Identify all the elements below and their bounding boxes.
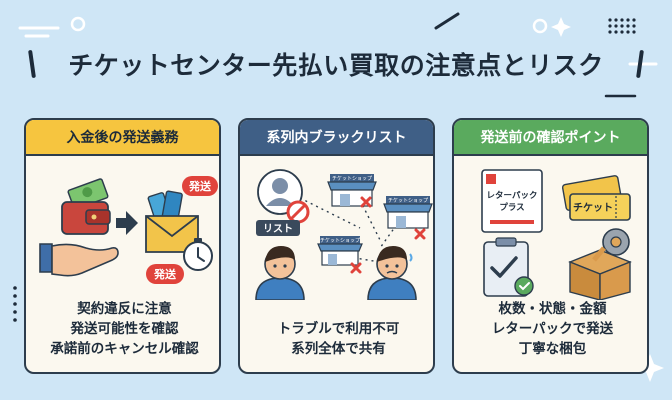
card-line: 承諾前のキャンセル確認 xyxy=(50,341,199,357)
clock-icon xyxy=(183,238,213,271)
ticket-label: チケット xyxy=(573,202,613,214)
decoration-top-right xyxy=(434,12,658,98)
shop-label: チケットショップ xyxy=(388,197,428,204)
card-shipping-obligation: 入金後の発送義務 xyxy=(24,118,221,374)
badge-text: 発送 xyxy=(188,179,212,193)
cross-mark-icon xyxy=(350,196,426,274)
shop-icon: チケットショップ xyxy=(327,174,377,207)
arrow-right-icon xyxy=(116,211,138,235)
card-check-points: 発送前の確認ポイント レターパック プラス チケット xyxy=(452,118,649,374)
checkpoints-illustration: レターパック プラス チケット xyxy=(481,169,632,300)
card-line: トラブルで利用不可 xyxy=(277,321,400,337)
worried-person-icon xyxy=(367,246,417,300)
card-line: 系列全体で共有 xyxy=(291,341,386,357)
envelope-tickets-icon xyxy=(145,190,199,253)
wallet-icon xyxy=(61,201,111,235)
badge-text: 発送 xyxy=(153,267,177,281)
card-text-lines: 枚数・状態・金額 レターパックで発送 丁寧な梱包 xyxy=(454,301,647,358)
package-tape-icon xyxy=(568,228,632,300)
shop-icon: チケットショップ xyxy=(383,196,433,229)
decoration-left-dots xyxy=(13,286,17,322)
user-banned-icon: リスト xyxy=(256,169,310,236)
shop-icon: チケットショップ xyxy=(317,236,363,266)
letterpack-label: レターパック xyxy=(487,190,538,201)
decoration-top-left xyxy=(18,16,86,38)
card-text-lines: トラブルで利用不可 系列全体で共有 xyxy=(240,321,433,358)
card-line: 発送可能性を確認 xyxy=(70,321,179,337)
letterpack-label: プラス xyxy=(499,202,524,213)
shop-label: チケットショップ xyxy=(332,175,372,182)
shipping-badge-top: 発送 xyxy=(182,176,218,196)
card-line: 枚数・状態・金額 xyxy=(498,301,607,317)
card-blacklist: 系列内ブラックリスト リスト チケットショップ チケットショップ xyxy=(238,118,435,374)
title-accent-left xyxy=(28,49,36,79)
decoration-bottom-right xyxy=(636,354,664,382)
letterpack-icon: レターパック プラス xyxy=(481,169,543,233)
list-badge-text: リスト xyxy=(263,223,293,235)
checklist-icon xyxy=(483,237,534,297)
shipping-illustration: 発送 発送 xyxy=(39,176,218,284)
page-title: チケットセンター先払い買取の注意点とリスク xyxy=(28,40,644,88)
shipping-badge-bottom: 発送 xyxy=(146,264,184,284)
card-line: 丁寧な梱包 xyxy=(518,341,587,357)
blacklist-illustration: リスト チケットショップ チケットショップ チケットショップ xyxy=(255,169,433,300)
page-title-text: チケットセンター先払い買取の注意点とリスク xyxy=(68,51,604,80)
person-icon xyxy=(255,246,305,300)
card-heading: 発送前の確認ポイント xyxy=(454,120,647,156)
shop-label: チケットショップ xyxy=(320,237,360,244)
card-text-lines: 契約違反に注意 発送可能性を確認 承諾前のキャンセル確認 xyxy=(26,301,219,358)
card-heading: 系列内ブラックリスト xyxy=(240,120,433,156)
card-heading: 入金後の発送義務 xyxy=(26,120,219,156)
card-line: レターパックで発送 xyxy=(491,321,614,337)
ticket-icon: チケット xyxy=(561,175,631,221)
hand-icon xyxy=(39,243,119,277)
card-line: 契約違反に注意 xyxy=(77,301,172,317)
